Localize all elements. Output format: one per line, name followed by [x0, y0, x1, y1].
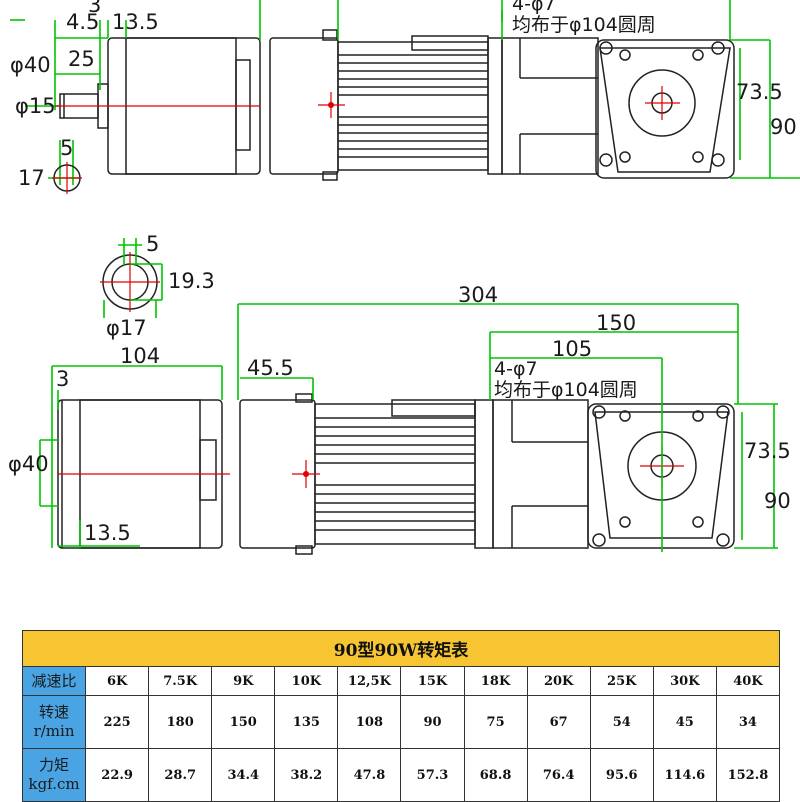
shaft-section-dimensions [103, 238, 163, 318]
dim-top-4-5: 4.5 [66, 10, 99, 34]
speed-cell: 90 [400, 695, 465, 749]
torque-cell: 34.4 [211, 748, 276, 802]
torque-label-cn: 力矩 [39, 756, 70, 774]
dim-104: 104 [120, 344, 160, 368]
ratio-row-label: 减速比 [21, 666, 87, 696]
ratio-cell: 25K [589, 666, 654, 696]
top-gear-centerlines [318, 86, 680, 120]
speed-cell: 135 [274, 695, 339, 749]
torque-label-unit: kgf.cm [28, 775, 80, 793]
torque-cell: 38.2 [274, 748, 339, 802]
torque-table-title: 90型90W转矩表 [22, 630, 780, 667]
bottom-holes-note-1: 4-φ7 [494, 358, 538, 380]
bottom-gear-centerlines [292, 444, 684, 488]
speed-cell: 54 [589, 695, 654, 749]
torque-cell: 95.6 [589, 748, 654, 802]
bottom-flange-view [587, 403, 735, 549]
top-flange-view [595, 39, 735, 179]
dim-105: 105 [552, 337, 592, 361]
shaft-section-centerlines [100, 252, 160, 312]
dim-top-key-5: 5 [60, 136, 73, 160]
torque-cell: 57.3 [400, 748, 465, 802]
speed-label-cn: 转速 [39, 703, 70, 721]
speed-cell: 180 [148, 695, 213, 749]
dim-top-phi40: φ40 [10, 53, 51, 77]
dim-304: 304 [458, 283, 498, 307]
section-dim-5: 5 [146, 232, 159, 256]
bottom-motor-center-dot [303, 471, 309, 477]
dim-top-key-17: 17 [18, 166, 45, 190]
ratio-cell: 6K [85, 666, 150, 696]
torque-cell: 152.8 [715, 748, 781, 802]
torque-row-label: 力矩 kgf.cm [21, 748, 87, 802]
ratio-cell: 15K [400, 666, 465, 696]
dim-top-13-5: 13.5 [112, 10, 159, 34]
ratio-cell: 9K [211, 666, 276, 696]
dim-13-5: 13.5 [84, 521, 131, 545]
top-centerlines [52, 105, 260, 194]
ratio-cell: 20K [526, 666, 591, 696]
bottom-dim-73-5: 73.5 [744, 439, 791, 463]
dim-top-25: 25 [68, 47, 95, 71]
speed-cell: 108 [337, 695, 402, 749]
ratio-cell: 10K [274, 666, 339, 696]
bottom-main-dimensions [237, 303, 778, 552]
bottom-dim-90: 90 [764, 489, 791, 513]
ratio-cell: 30K [652, 666, 717, 696]
section-dim-phi17: φ17 [106, 316, 147, 340]
speed-cell: 34 [715, 695, 781, 749]
torque-cell: 47.8 [337, 748, 402, 802]
section-dim-19-3: 19.3 [168, 269, 215, 293]
torque-cell: 68.8 [463, 748, 528, 802]
speed-cell: 225 [85, 695, 150, 749]
speed-cell: 75 [463, 695, 528, 749]
dim-phi40: φ40 [8, 452, 49, 476]
ratio-cell: 40K [715, 666, 781, 696]
speed-cell: 150 [211, 695, 276, 749]
speed-row-label: 转速 r/min [21, 695, 87, 749]
top-flange-dimensions [259, 0, 800, 179]
top-motor-center-dot [328, 102, 334, 108]
top-holes-note-2: 均布于φ104圆周 [512, 14, 656, 36]
torque-cell: 76.4 [526, 748, 591, 802]
torque-cell: 22.9 [85, 748, 150, 802]
dim-45-5: 45.5 [247, 356, 294, 380]
top-gearmotor-view [269, 29, 599, 181]
motor-technical-drawing: 3 4.5 13.5 φ40 25 φ15 5 17 [8, 0, 800, 555]
speed-cell: 45 [652, 695, 717, 749]
top-dim-90: 90 [770, 115, 797, 139]
bottom-left-dimensions [39, 365, 223, 548]
speed-label-unit: r/min [33, 722, 75, 740]
torque-cell: 114.6 [652, 748, 717, 802]
ratio-cell: 12,5K [337, 666, 402, 696]
speed-cell: 67 [526, 695, 591, 749]
bottom-gearmotor-view [239, 393, 589, 555]
ratio-cell: 18K [463, 666, 528, 696]
torque-cell: 28.7 [148, 748, 213, 802]
ratio-cell: 7.5K [148, 666, 213, 696]
dim-top-3: 3 [88, 0, 101, 17]
dim-150: 150 [596, 311, 636, 335]
top-holes-note-1: 4-φ7 [512, 0, 556, 15]
dim-3: 3 [56, 367, 69, 391]
dim-top-phi15: φ15 [15, 94, 56, 118]
bottom-holes-note-2: 均布于φ104圆周 [494, 379, 638, 401]
top-dim-73-5: 73.5 [736, 80, 783, 104]
